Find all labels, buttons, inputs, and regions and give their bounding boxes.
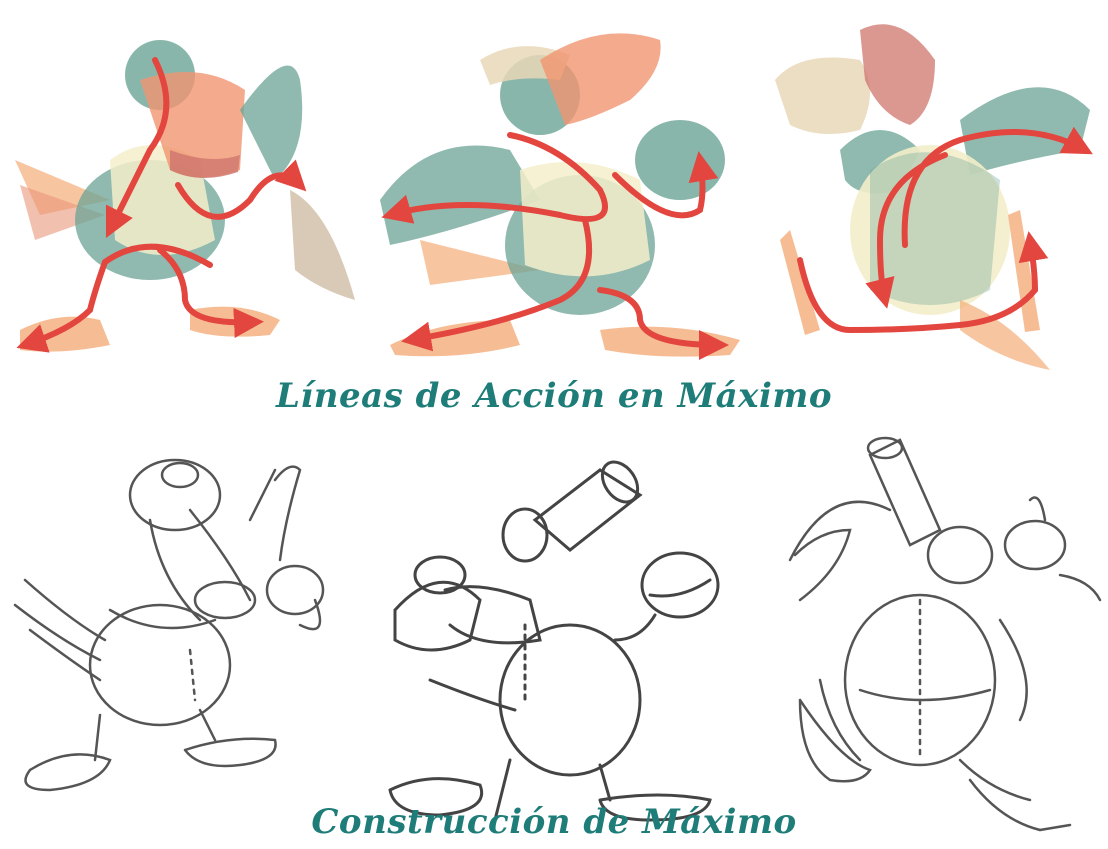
pose-1-action-lines	[15, 40, 355, 352]
pose-3-construction	[790, 438, 1100, 830]
pose-2-construction	[390, 455, 718, 820]
pose-3-action-lines	[775, 24, 1090, 370]
pose-2-action-lines	[380, 33, 740, 356]
caption-action-lines: Líneas de Acción en Máximo	[0, 376, 1108, 416]
caption-construction: Construcción de Máximo	[0, 802, 1108, 842]
pose-1-construction	[15, 460, 323, 790]
